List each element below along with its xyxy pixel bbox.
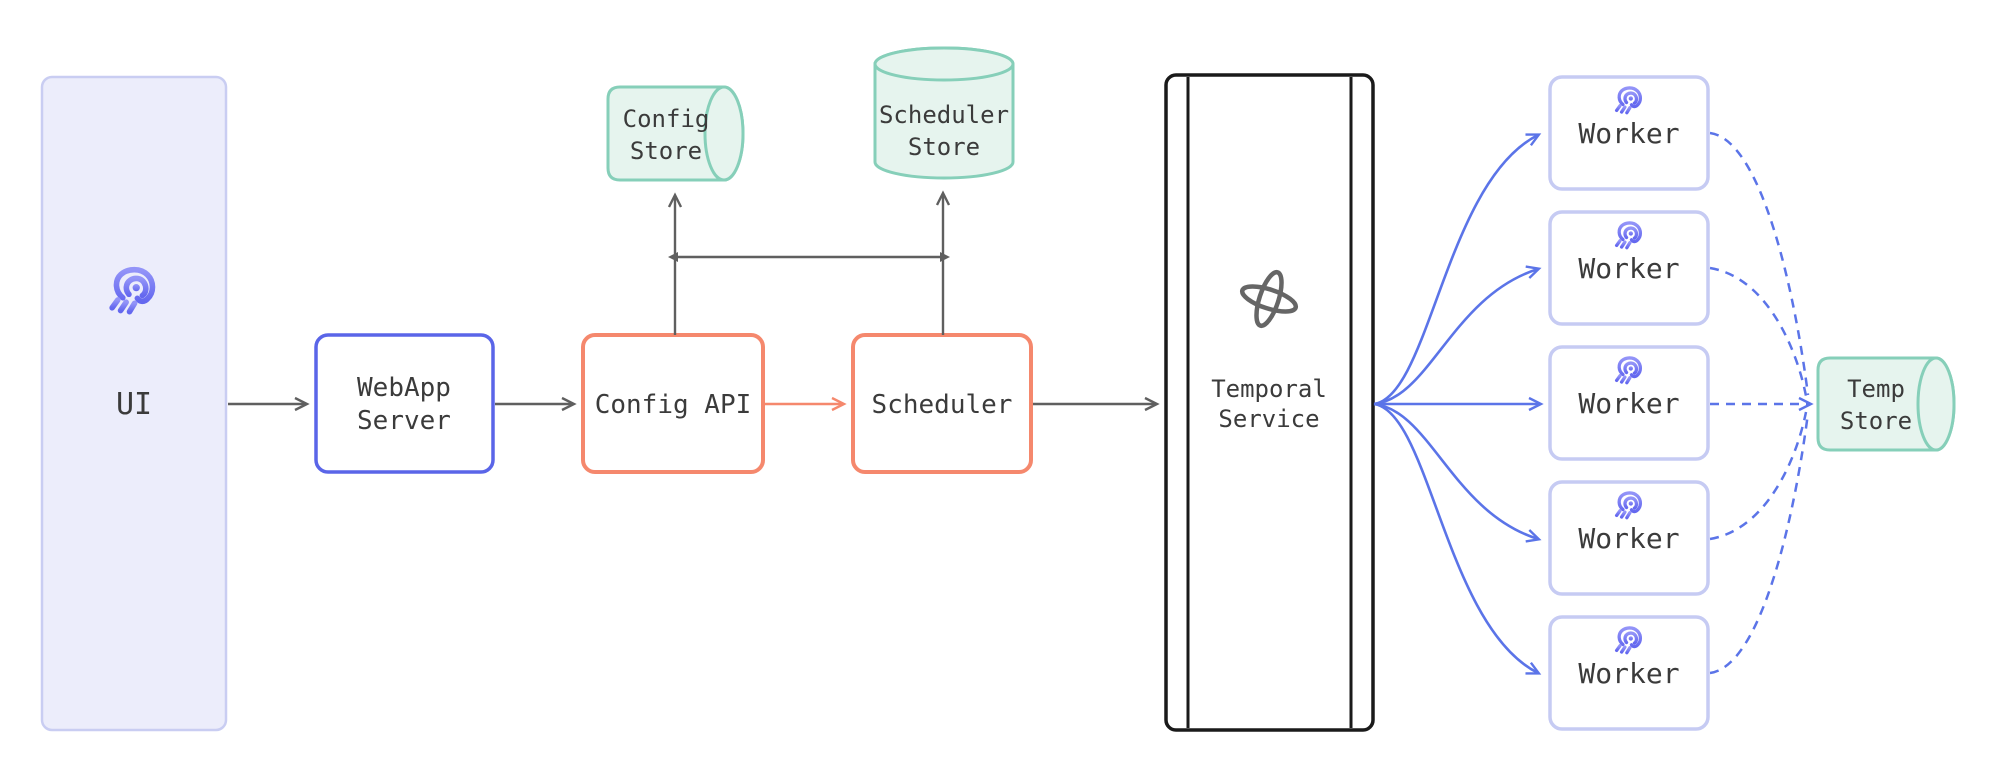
dashed-worker-2-to-tempstore (1709, 266, 1808, 397)
webapp-server-label-line1: WebApp (357, 373, 451, 403)
worker-node: Worker (1548, 480, 1710, 596)
temporal-label-line2: Service (1218, 405, 1319, 433)
arrow-temporal-to-worker-5 (1373, 402, 1542, 675)
config-store-label-line2: Store (630, 137, 702, 165)
dashed-worker-1-to-tempstore (1709, 131, 1810, 396)
worker-label: Worker (1578, 117, 1679, 150)
dashed-worker-5-to-tempstore (1709, 412, 1810, 675)
worker-label: Worker (1578, 252, 1679, 285)
temp-store-label-line1: Temp (1847, 375, 1905, 403)
ui-panel (40, 75, 228, 732)
webapp-server-node (314, 333, 495, 474)
config-store-cylinder: Config Store (606, 85, 745, 182)
config-api-label: Config API (595, 390, 752, 420)
temp-store-label-line2: Store (1840, 407, 1912, 435)
scheduler-store-cylinder: Scheduler Store (873, 46, 1015, 180)
webapp-server-label-line2: Server (357, 406, 451, 436)
worker-node: Worker (1548, 75, 1710, 191)
connector-right-nub (940, 252, 950, 262)
temp-store-cylinder: Temp Store (1816, 356, 1956, 452)
scheduler-store-label-line2: Store (908, 133, 980, 161)
temporal-icon (1239, 269, 1299, 329)
config-api-node (581, 333, 765, 474)
arrow-temporal-to-worker-2 (1373, 265, 1542, 406)
dashed-worker-4-to-tempstore (1709, 411, 1808, 541)
worker-node: Worker (1548, 210, 1710, 326)
arrow-temporal-to-worker-4 (1373, 402, 1542, 543)
worker-node: Worker (1548, 615, 1710, 731)
worker-node: Worker (1548, 345, 1710, 461)
scheduler-label: Scheduler (872, 390, 1013, 420)
temporal-service-node: Temporal Service (1164, 73, 1375, 732)
arrow-temporal-to-worker-1 (1373, 133, 1542, 406)
scheduler-store-label-line1: Scheduler (879, 101, 1009, 129)
connector-left-nub (668, 252, 678, 262)
temporal-label-line1: Temporal (1211, 375, 1327, 403)
worker-label: Worker (1578, 657, 1679, 690)
worker-label: Worker (1578, 522, 1679, 555)
config-store-label-line1: Config (623, 105, 710, 133)
worker-label: Worker (1578, 387, 1679, 420)
ui-label: UI (116, 387, 152, 422)
